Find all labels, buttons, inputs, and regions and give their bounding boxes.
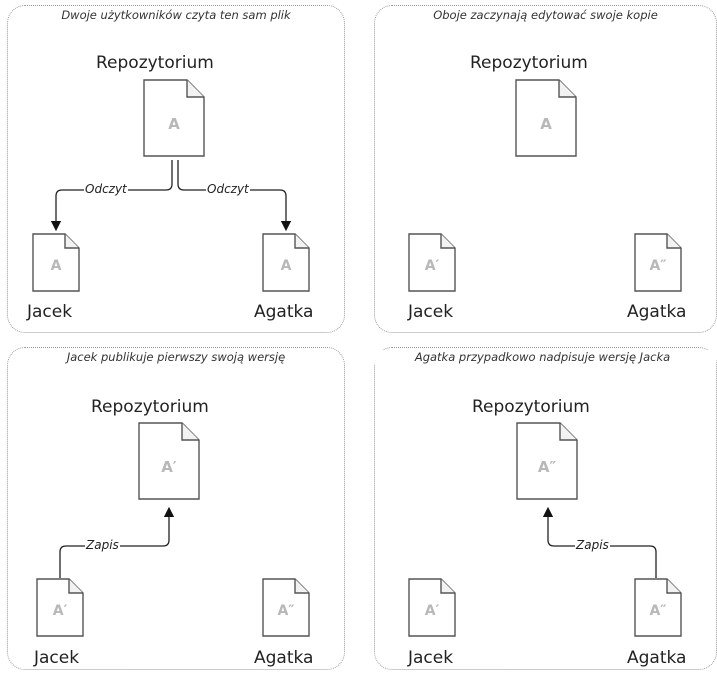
repository-label: Repozytorium [472, 397, 590, 417]
edge-label-read-right: Odczyt [206, 182, 250, 196]
document-version: A″ [649, 603, 667, 619]
repository-document-icon: A″ [516, 422, 578, 500]
document-version: A [168, 115, 180, 133]
user-label-jacek: Jacek [34, 648, 80, 668]
document-version: A″ [537, 458, 557, 476]
repository-document-icon: A′ [138, 422, 200, 500]
document-version: A′ [424, 258, 440, 274]
jacek-document-icon: A′ [36, 578, 84, 637]
panel-caption: Dwoje użytkowników czyta ten sam plik [20, 8, 332, 22]
panel-caption: Oboje zaczynają edytować swoje kopie [387, 8, 704, 22]
repository-label: Repozytorium [91, 397, 209, 417]
document-version: A′ [161, 458, 177, 476]
document-version: A [50, 258, 62, 274]
document-version: A [540, 115, 552, 133]
repository-label: Repozytorium [470, 53, 588, 73]
panel-jacek-commit: Jacek publikuje pierwszy swoją wersję [7, 347, 345, 670]
agatka-document-icon: A″ [634, 233, 682, 292]
panel-agatka-overwrite: Agatka przypadkowo nadpisuje wersję Jack… [369, 347, 717, 670]
repository-document-icon: A [143, 79, 205, 157]
panel-caption: Jacek publikuje pierwszy swoją wersję [20, 350, 332, 364]
repository-document-icon: A [515, 79, 577, 157]
panel-edit: Oboje zaczynają edytować swoje kopie [374, 5, 717, 333]
user-label-agatka: Agatka [627, 648, 687, 668]
document-version: A′ [424, 603, 440, 619]
user-label-agatka: Agatka [254, 302, 314, 322]
jacek-document-icon: A′ [408, 233, 456, 292]
jacek-document-icon: A′ [408, 578, 456, 637]
panel-read: Dwoje użytkowników czyta ten sam plik [7, 5, 345, 333]
repository-label: Repozytorium [96, 53, 214, 73]
edge-label-write: Zapis [575, 538, 610, 552]
edge-label-write: Zapis [85, 538, 120, 552]
agatka-document-icon: A [262, 233, 310, 292]
panel-caption: Agatka przypadkowo nadpisuje wersję Jack… [369, 350, 716, 364]
user-label-agatka: Agatka [627, 302, 687, 322]
jacek-document-icon: A [32, 233, 80, 292]
user-label-jacek: Jacek [408, 648, 454, 668]
document-version: A′ [52, 603, 68, 619]
document-version: A″ [277, 603, 295, 619]
edge-label-read-left: Odczyt [84, 182, 128, 196]
document-version: A [280, 258, 292, 274]
user-label-jacek: Jacek [408, 302, 454, 322]
document-version: A″ [649, 258, 667, 274]
agatka-document-icon: A″ [262, 578, 310, 637]
user-label-jacek: Jacek [27, 302, 73, 322]
agatka-document-icon: A″ [634, 578, 682, 637]
user-label-agatka: Agatka [254, 648, 314, 668]
